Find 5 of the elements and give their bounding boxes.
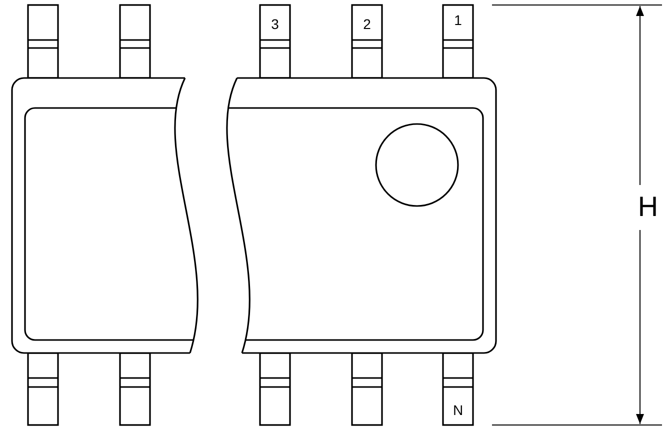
pin-number: N [452, 403, 464, 417]
dimension-label: H [638, 193, 658, 221]
pin-number: 3 [271, 17, 279, 31]
pin-number: 1 [454, 13, 462, 27]
pin-number: 2 [363, 17, 371, 31]
